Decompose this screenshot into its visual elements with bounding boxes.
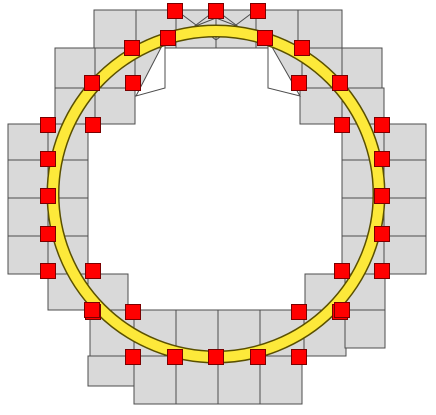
red-node [84, 75, 100, 91]
red-node [125, 75, 141, 91]
red-node [257, 30, 273, 46]
red-node [160, 30, 176, 46]
gray-cell [383, 159, 427, 199]
red-node [40, 188, 56, 204]
gray-cell [383, 123, 427, 161]
red-node [334, 302, 350, 318]
red-node [125, 304, 141, 320]
red-node [291, 349, 307, 365]
ring-fill [48, 26, 384, 362]
gray-cell [383, 235, 427, 275]
red-node [208, 3, 224, 19]
gray-cell [93, 9, 137, 49]
red-node [125, 349, 141, 365]
red-node [294, 40, 310, 56]
gray-cell [94, 87, 136, 125]
wedge-line [135, 39, 166, 97]
red-node [85, 117, 101, 133]
gray-cell-layer [7, 9, 427, 405]
red-node [124, 40, 140, 56]
red-node [208, 349, 224, 365]
red-node [291, 304, 307, 320]
red-node [167, 349, 183, 365]
red-node [84, 302, 100, 318]
red-node [374, 117, 390, 133]
red-node [167, 3, 183, 19]
red-node [374, 263, 390, 279]
red-node [334, 263, 350, 279]
red-node [332, 75, 348, 91]
gray-cell [341, 47, 383, 89]
red-node [374, 188, 390, 204]
red-node [40, 151, 56, 167]
yellow-ring [46, 24, 386, 364]
red-node [40, 117, 56, 133]
red-node [374, 151, 390, 167]
red-node [374, 226, 390, 242]
red-node [40, 263, 56, 279]
red-node [85, 263, 101, 279]
red-node [250, 3, 266, 19]
red-node [334, 117, 350, 133]
red-node-layer [40, 3, 390, 365]
red-node [40, 226, 56, 242]
red-node [250, 349, 266, 365]
gray-cell [383, 197, 427, 237]
gray-cell [344, 309, 386, 349]
red-node [291, 75, 307, 91]
